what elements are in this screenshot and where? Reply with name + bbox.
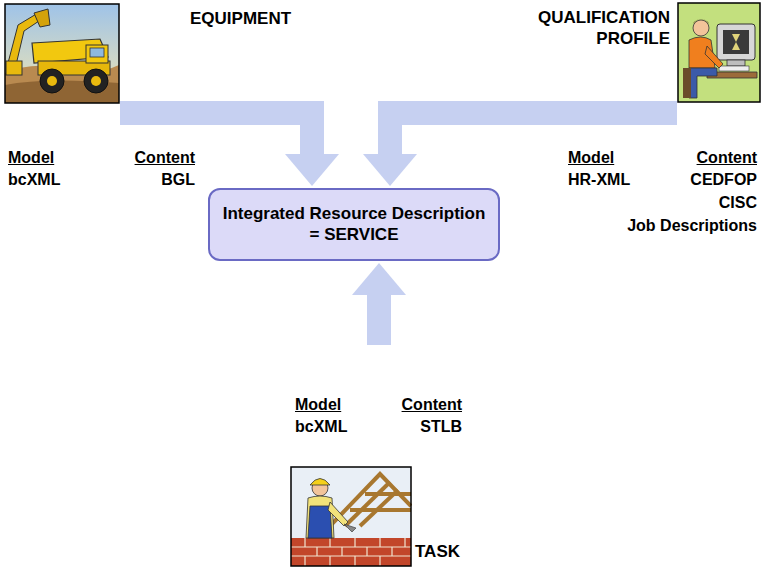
art-path <box>291 547 411 556</box>
art-rect <box>719 66 749 71</box>
art-rect <box>678 3 760 102</box>
table-cell: STLB <box>420 417 462 436</box>
arrow-head <box>285 154 339 186</box>
node-heading: QUALIFICATION PROFILE <box>492 7 670 50</box>
art-path <box>689 68 717 98</box>
art-path <box>310 479 330 486</box>
art-g <box>47 76 101 86</box>
table-cell: BGL <box>161 170 195 189</box>
art-path <box>344 524 356 532</box>
art-rect <box>90 48 104 57</box>
art-path <box>305 538 405 547</box>
column-heading: Model <box>295 395 341 414</box>
table-cell: Job Descriptions <box>627 216 757 235</box>
qualification-node: QUALIFICATION PROFILE <box>470 2 761 103</box>
art-path <box>305 556 380 566</box>
column-heading: Content <box>402 395 462 414</box>
art-rect <box>5 4 119 103</box>
art-circle <box>693 20 709 36</box>
node-heading: EQUIPMENT <box>190 8 330 29</box>
art-circle <box>40 69 64 93</box>
service-box: Integrated Resource Description = SERVIC… <box>208 188 500 261</box>
art-circle <box>47 76 57 86</box>
art-path <box>34 9 50 27</box>
block-arrow <box>352 263 406 345</box>
table-cell: CISC <box>719 193 757 212</box>
column-heading: Content <box>697 148 757 167</box>
table-cell: HR-XML <box>568 170 630 189</box>
table-cell: bcXML <box>8 170 60 189</box>
art-path <box>317 547 392 556</box>
art-path <box>732 34 740 50</box>
arrow-shaft <box>367 295 391 345</box>
art-path <box>705 46 723 68</box>
art-g <box>40 69 108 93</box>
art-rect <box>723 30 749 54</box>
node-heading: TASK <box>415 541 475 562</box>
column-heading: Content <box>135 148 195 167</box>
art-path <box>350 508 411 512</box>
arrow-head <box>363 154 417 186</box>
art-circle <box>84 69 108 93</box>
art-path <box>365 492 411 496</box>
table-cell: bcXML <box>295 417 347 436</box>
table-cell: CEDFOP <box>690 170 757 189</box>
art-rect <box>717 24 755 60</box>
art-rect <box>678 3 760 102</box>
column-heading: Model <box>568 148 614 167</box>
art-g <box>291 538 411 566</box>
column-heading: Model <box>8 148 54 167</box>
art-rect <box>291 538 411 566</box>
art-rect <box>86 45 108 63</box>
equipment-node: EQUIPMENT <box>4 3 304 104</box>
art-path <box>693 19 709 24</box>
art-path <box>32 39 108 63</box>
art-rect <box>6 61 22 75</box>
block-arrow <box>120 113 339 186</box>
art-rect <box>727 60 745 66</box>
art-rect <box>5 4 119 103</box>
node-heading: Integrated Resource Description = SERVIC… <box>220 203 488 246</box>
computer-user-illustration <box>677 2 761 103</box>
art-rect <box>291 467 411 566</box>
truck-illustration <box>4 3 120 104</box>
task-node: TASK <box>285 345 485 567</box>
art-rect <box>683 68 691 98</box>
arrow-shaft <box>120 113 312 154</box>
arrow-shaft <box>390 113 677 154</box>
arrow-head <box>352 263 406 295</box>
art-path <box>328 502 348 526</box>
art-circle <box>91 76 101 86</box>
art-rect <box>291 467 411 566</box>
bricklayer-illustration <box>290 466 412 567</box>
